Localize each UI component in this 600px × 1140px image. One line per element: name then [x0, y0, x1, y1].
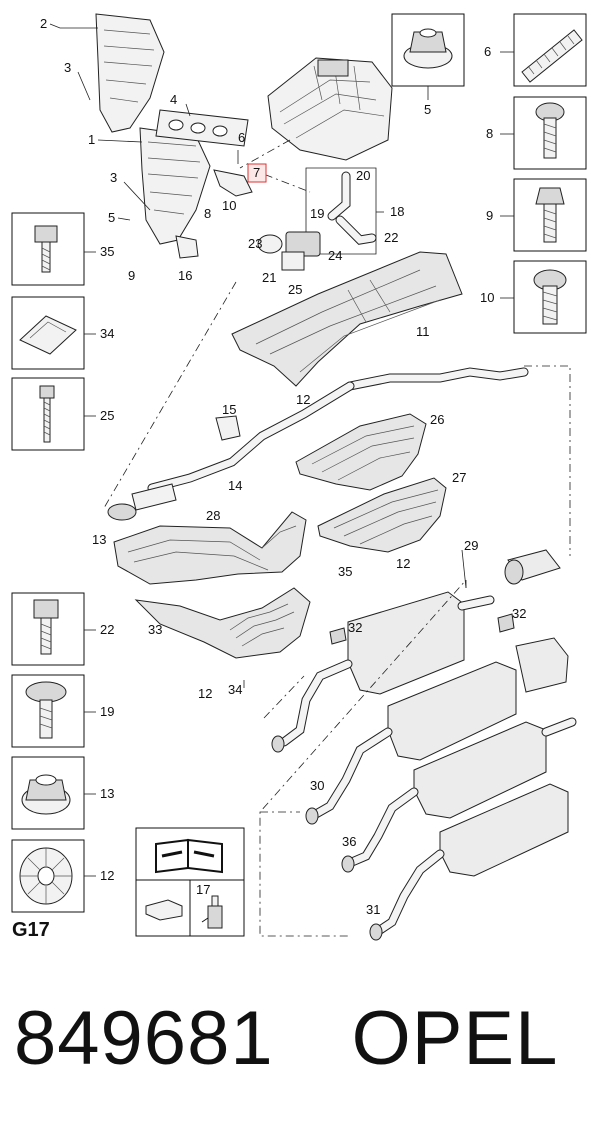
detail-box-13[interactable]: [11, 756, 85, 830]
callout-25a[interactable]: 25: [288, 282, 302, 297]
callout-31[interactable]: 31: [366, 902, 380, 917]
callout-9a[interactable]: 9: [128, 268, 135, 283]
tailpipe-trim-29[interactable]: [504, 549, 561, 585]
callout-34a[interactable]: 34: [228, 682, 242, 697]
callout-6a[interactable]: 6: [238, 130, 245, 145]
callout-3a[interactable]: 3: [64, 60, 71, 75]
callout-29[interactable]: 29: [464, 538, 478, 553]
heat-shield-28[interactable]: [113, 511, 307, 585]
detail-box-10[interactable]: [513, 260, 587, 334]
assembly-lines: [103, 139, 571, 937]
service-info-box: 17: [135, 827, 245, 937]
callout-33[interactable]: 33: [148, 622, 162, 637]
leader-lines: [49, 23, 514, 877]
callout-5b[interactable]: 5: [424, 102, 431, 117]
heat-shield-26[interactable]: [295, 413, 427, 491]
part-number: 849681: [14, 996, 274, 1081]
detail-box-22[interactable]: [11, 592, 85, 666]
front-pipe-14[interactable]: [107, 367, 529, 521]
callout-19a[interactable]: 19: [310, 206, 324, 221]
muffler-variant-3[interactable]: [341, 717, 577, 873]
callout-9b[interactable]: 9: [486, 208, 493, 223]
callout-28[interactable]: 28: [206, 508, 220, 523]
egr-valve-21[interactable]: [257, 231, 321, 271]
detail-box-6[interactable]: [513, 13, 587, 87]
callout-13b[interactable]: 13: [100, 786, 114, 801]
callout-27[interactable]: 27: [452, 470, 466, 485]
callout-32b[interactable]: 32: [512, 606, 526, 621]
callout-15[interactable]: 15: [222, 402, 236, 417]
muffler-variant-1[interactable]: [271, 591, 495, 753]
callout-35a[interactable]: 35: [338, 564, 352, 579]
muffler-variant-2[interactable]: [305, 637, 569, 825]
rubber-hanger-32a[interactable]: [329, 627, 347, 645]
detail-box-9[interactable]: [513, 178, 587, 252]
highlight-box-part-7: [247, 163, 267, 183]
exhaust-manifold-lower[interactable]: [139, 127, 211, 245]
rubber-hanger-32b[interactable]: [497, 613, 515, 633]
callout-12c[interactable]: 12: [198, 686, 212, 701]
detail-box-34[interactable]: [11, 296, 85, 370]
callout-21[interactable]: 21: [262, 270, 276, 285]
detail-box-5[interactable]: [391, 13, 465, 87]
callout-20[interactable]: 20: [356, 168, 370, 183]
detail-box-35[interactable]: [11, 212, 85, 286]
callout-13a[interactable]: 13: [92, 532, 106, 547]
heat-shield-11[interactable]: [231, 251, 463, 387]
callout-32a[interactable]: 32: [348, 620, 362, 635]
callout-numbers: 2 3 1 4 6 7 3 5 8 10 9 16 20 18 19 22 23…: [40, 16, 526, 917]
detail-box-19[interactable]: [11, 674, 85, 748]
callout-7[interactable]: 7: [253, 165, 260, 180]
exhaust-manifold-upper[interactable]: [95, 13, 165, 133]
callout-30[interactable]: 30: [310, 778, 324, 793]
callout-11[interactable]: 11: [416, 324, 430, 339]
callout-12d[interactable]: 12: [100, 868, 114, 883]
brand-name: OPEL: [351, 996, 559, 1081]
egr-pipe-18[interactable]: [305, 167, 377, 255]
bracket-7[interactable]: [213, 169, 253, 197]
callout-3b[interactable]: 3: [110, 170, 117, 185]
flange-16[interactable]: [175, 235, 199, 259]
callout-34b[interactable]: 34: [100, 326, 114, 341]
callout-17[interactable]: 17: [196, 882, 210, 897]
detail-box-25[interactable]: [11, 377, 85, 451]
callout-12a[interactable]: 12: [296, 392, 310, 407]
detail-box-12[interactable]: [11, 839, 85, 913]
callout-22a[interactable]: 22: [384, 230, 398, 245]
callout-26[interactable]: 26: [430, 412, 444, 427]
callout-24[interactable]: 24: [328, 248, 342, 263]
callout-10b[interactable]: 10: [480, 290, 494, 305]
callout-16[interactable]: 16: [178, 268, 192, 283]
callout-35b[interactable]: 35: [100, 244, 114, 259]
callout-1[interactable]: 1: [88, 132, 95, 147]
heat-shield-33[interactable]: [134, 587, 311, 659]
service-manual-icon: [155, 838, 223, 874]
callout-18[interactable]: 18: [390, 204, 404, 219]
callout-22b[interactable]: 22: [100, 622, 114, 637]
callout-14[interactable]: 14: [228, 478, 242, 493]
callout-23[interactable]: 23: [248, 236, 262, 251]
callout-25b[interactable]: 25: [100, 408, 114, 423]
callout-19b[interactable]: 19: [100, 704, 114, 719]
callout-8b[interactable]: 8: [486, 126, 493, 141]
detail-box-8[interactable]: [513, 96, 587, 170]
callout-4[interactable]: 4: [170, 92, 177, 107]
sealant-tube-icon: [201, 895, 223, 929]
callout-8a[interactable]: 8: [204, 206, 211, 221]
callout-5a[interactable]: 5: [108, 210, 115, 225]
engine-block: [267, 57, 393, 161]
gasket-4[interactable]: [155, 109, 249, 147]
heat-shield-27[interactable]: [317, 477, 447, 553]
callout-36[interactable]: 36: [342, 834, 356, 849]
callout-6b[interactable]: 6: [484, 44, 491, 59]
muffler-variant-4[interactable]: [369, 783, 569, 941]
sealant-part-drawing: [145, 899, 183, 921]
callout-12b[interactable]: 12: [396, 556, 410, 571]
callout-10a[interactable]: 10: [222, 198, 236, 213]
footer: 849681 OPEL: [14, 995, 558, 1082]
callout-2[interactable]: 2: [40, 16, 47, 31]
diagram-code: G17: [12, 919, 50, 941]
